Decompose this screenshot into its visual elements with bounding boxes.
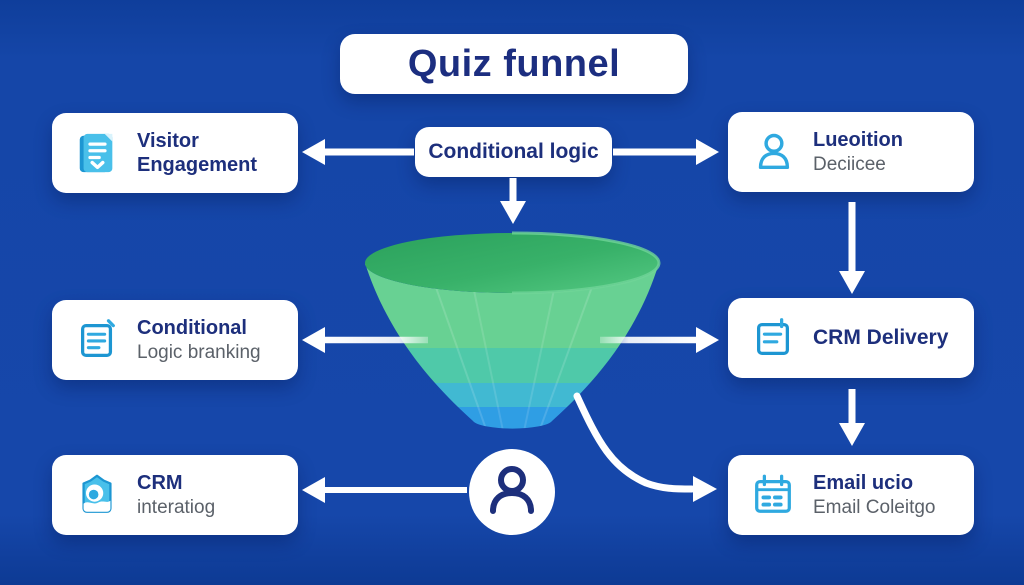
arrow-logic-to-question xyxy=(613,139,719,165)
card-title: Email ucio xyxy=(813,472,914,495)
card-text: Email ucio Email Coleitgo xyxy=(813,471,936,519)
card-text: CRM interatiog xyxy=(137,471,215,519)
card-text: Conditional Logic branking xyxy=(137,316,261,364)
card-email-collection: Email ucio Email Coleitgo xyxy=(728,455,974,535)
note-lines-icon xyxy=(80,319,115,357)
arrow-question-to-crm-delivery xyxy=(839,202,865,294)
card-conditional-logic-branching: Conditional Logic branking xyxy=(52,300,298,380)
card-title: Conditional xyxy=(137,317,247,340)
page-title: Quiz funnel xyxy=(407,42,621,85)
card-question-decide: Lueoition Deciicee xyxy=(728,112,974,192)
arrow-logic-to-funnel xyxy=(500,178,526,224)
person-icon xyxy=(490,466,534,514)
card-title: CRM Delivery xyxy=(813,326,949,350)
person-node xyxy=(469,449,555,535)
card-text: CRM Delivery xyxy=(813,325,948,351)
card-subtitle: Deciicee xyxy=(813,153,886,175)
person-icon xyxy=(758,133,790,170)
card-title: Lueoition xyxy=(813,129,903,152)
card-text: Lueoition Deciicee xyxy=(813,128,903,176)
conditional-logic-pill: Conditional logic xyxy=(415,127,612,177)
card-subtitle: interatiog xyxy=(137,496,216,518)
card-title-2: Engagement xyxy=(137,154,258,176)
card-title: Visitor xyxy=(137,129,199,152)
arrow-person-to-crm-integration xyxy=(302,477,467,503)
card-visitor-engagement: Visitor Engagement xyxy=(52,113,298,193)
card-title: CRM xyxy=(137,472,183,495)
card-subtitle: Email Coleitgo xyxy=(813,496,936,518)
card-crm-delivery: CRM Delivery xyxy=(728,298,974,378)
funnel-rim xyxy=(365,233,659,293)
card-text: Visitor Engagement xyxy=(137,129,257,178)
conditional-logic-label: Conditional logic xyxy=(428,140,599,163)
card-subtitle: Logic branking xyxy=(137,341,261,363)
note-pencil-icon xyxy=(756,318,790,355)
arrow-logic-to-visitor xyxy=(302,139,414,165)
badge-icon xyxy=(82,474,112,513)
clipboard-check-icon xyxy=(79,133,113,173)
title-card: Quiz funnel xyxy=(340,34,688,94)
funnel-illustration xyxy=(365,231,661,429)
card-crm-integration: CRM interatiog xyxy=(52,455,298,535)
calendar-icon xyxy=(755,474,791,513)
arrow-crm-delivery-to-email xyxy=(839,389,865,446)
